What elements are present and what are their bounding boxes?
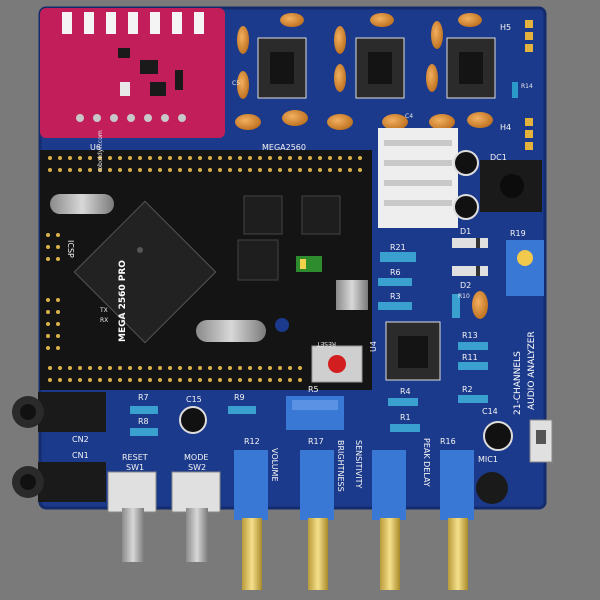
pot-r5[interactable]	[286, 396, 344, 430]
mega-board	[40, 150, 372, 390]
label-cn2: CN2	[72, 435, 89, 444]
header-h5	[525, 20, 533, 52]
label-u4: U4	[369, 341, 378, 352]
label-mic: MIC1	[478, 455, 498, 464]
ceramic-capacitors	[235, 13, 493, 319]
pot-r16-peak-delay[interactable]	[440, 450, 474, 590]
mcu-chip	[73, 200, 217, 344]
label-sw2: SW2	[188, 463, 206, 472]
pot-r12-volume[interactable]	[234, 450, 268, 590]
label-dc: DC1	[490, 153, 507, 162]
label-h5: H5	[500, 23, 511, 32]
label-r10: R10	[458, 293, 470, 300]
mega-label: MEGA2560	[262, 143, 306, 152]
label-r12: R12	[244, 437, 260, 446]
diodes	[452, 238, 488, 276]
audio-jack-cn2	[12, 392, 106, 432]
label-brightness: BRIGHTNESS	[336, 440, 345, 492]
label-mode: MODE	[184, 453, 208, 462]
label-c15: C15	[186, 395, 202, 404]
label-d1: D1	[460, 227, 471, 236]
label-r8: R8	[138, 417, 149, 426]
label-c4: C4	[405, 113, 413, 120]
mega-pins-left	[46, 233, 60, 350]
mounting-hole	[275, 318, 289, 332]
reset-silk: RESET	[316, 340, 336, 347]
header-h4	[525, 118, 533, 150]
label-r9: R9	[234, 393, 245, 402]
usb-port	[336, 280, 368, 310]
label-c5: C5	[232, 80, 240, 87]
usb-chip	[237, 239, 279, 281]
electrolytic-caps	[179, 150, 513, 451]
label-r4: R4	[400, 387, 411, 396]
title-line1: 21-CHANNELS	[513, 351, 523, 415]
label-r3: R3	[390, 292, 401, 301]
pot-r19[interactable]	[506, 240, 544, 296]
tx-label: TX	[99, 307, 108, 314]
label-r11: R11	[462, 353, 478, 362]
label-r7: R7	[138, 393, 149, 402]
mega-pins-top	[48, 156, 362, 172]
label-r14: R14	[521, 83, 533, 90]
label-sw1: SW1	[126, 463, 144, 472]
label-r5: R5	[308, 385, 319, 394]
crystal-bottom	[196, 320, 266, 342]
label-peak-delay: PEAK DELAY	[422, 438, 431, 487]
label-c14: C14	[482, 407, 498, 416]
label-reset: RESET	[122, 453, 148, 462]
label-r1: R1	[400, 413, 411, 422]
label-sensitivity: SENSITIVITY	[354, 440, 363, 489]
label-d2: D2	[460, 281, 471, 290]
audio-jack-cn1	[12, 462, 106, 502]
leds	[296, 256, 322, 272]
microphone	[476, 472, 508, 504]
label-r13: R13	[462, 331, 478, 340]
mega-url: robotdyn.com	[97, 130, 104, 172]
label-h4: H4	[500, 123, 511, 132]
label-r21: R21	[390, 243, 406, 252]
heatsink	[378, 128, 458, 228]
module-u6	[40, 8, 225, 138]
switch-sw1[interactable]	[107, 471, 157, 562]
resistor-r14	[512, 82, 518, 98]
label-r19: R19	[510, 229, 526, 238]
label-r16: R16	[440, 437, 456, 446]
label-u6: U6	[90, 143, 101, 152]
icsp-label: ICSP	[66, 240, 75, 258]
pot-r18-sensitivity[interactable]	[372, 450, 406, 590]
crystal-top	[50, 194, 114, 214]
resistors	[130, 252, 488, 436]
regulator-1	[243, 195, 283, 235]
regulator-2	[301, 195, 341, 235]
label-cn1: CN1	[72, 451, 89, 460]
pot-r17-brightness[interactable]	[300, 450, 334, 590]
mega-pins-bottom	[48, 366, 302, 382]
label-r6: R6	[390, 268, 401, 277]
rx-label: RX	[100, 317, 108, 324]
mega-title: MEGA 2560 PRO	[118, 260, 128, 342]
title-line2: AUDIO ANALYZER	[527, 331, 537, 410]
switch-sw2[interactable]	[171, 471, 221, 562]
label-volume: VOLUME	[270, 448, 279, 482]
label-r17: R17	[308, 437, 324, 446]
top-ics	[257, 37, 496, 99]
label-r2: R2	[462, 385, 473, 394]
